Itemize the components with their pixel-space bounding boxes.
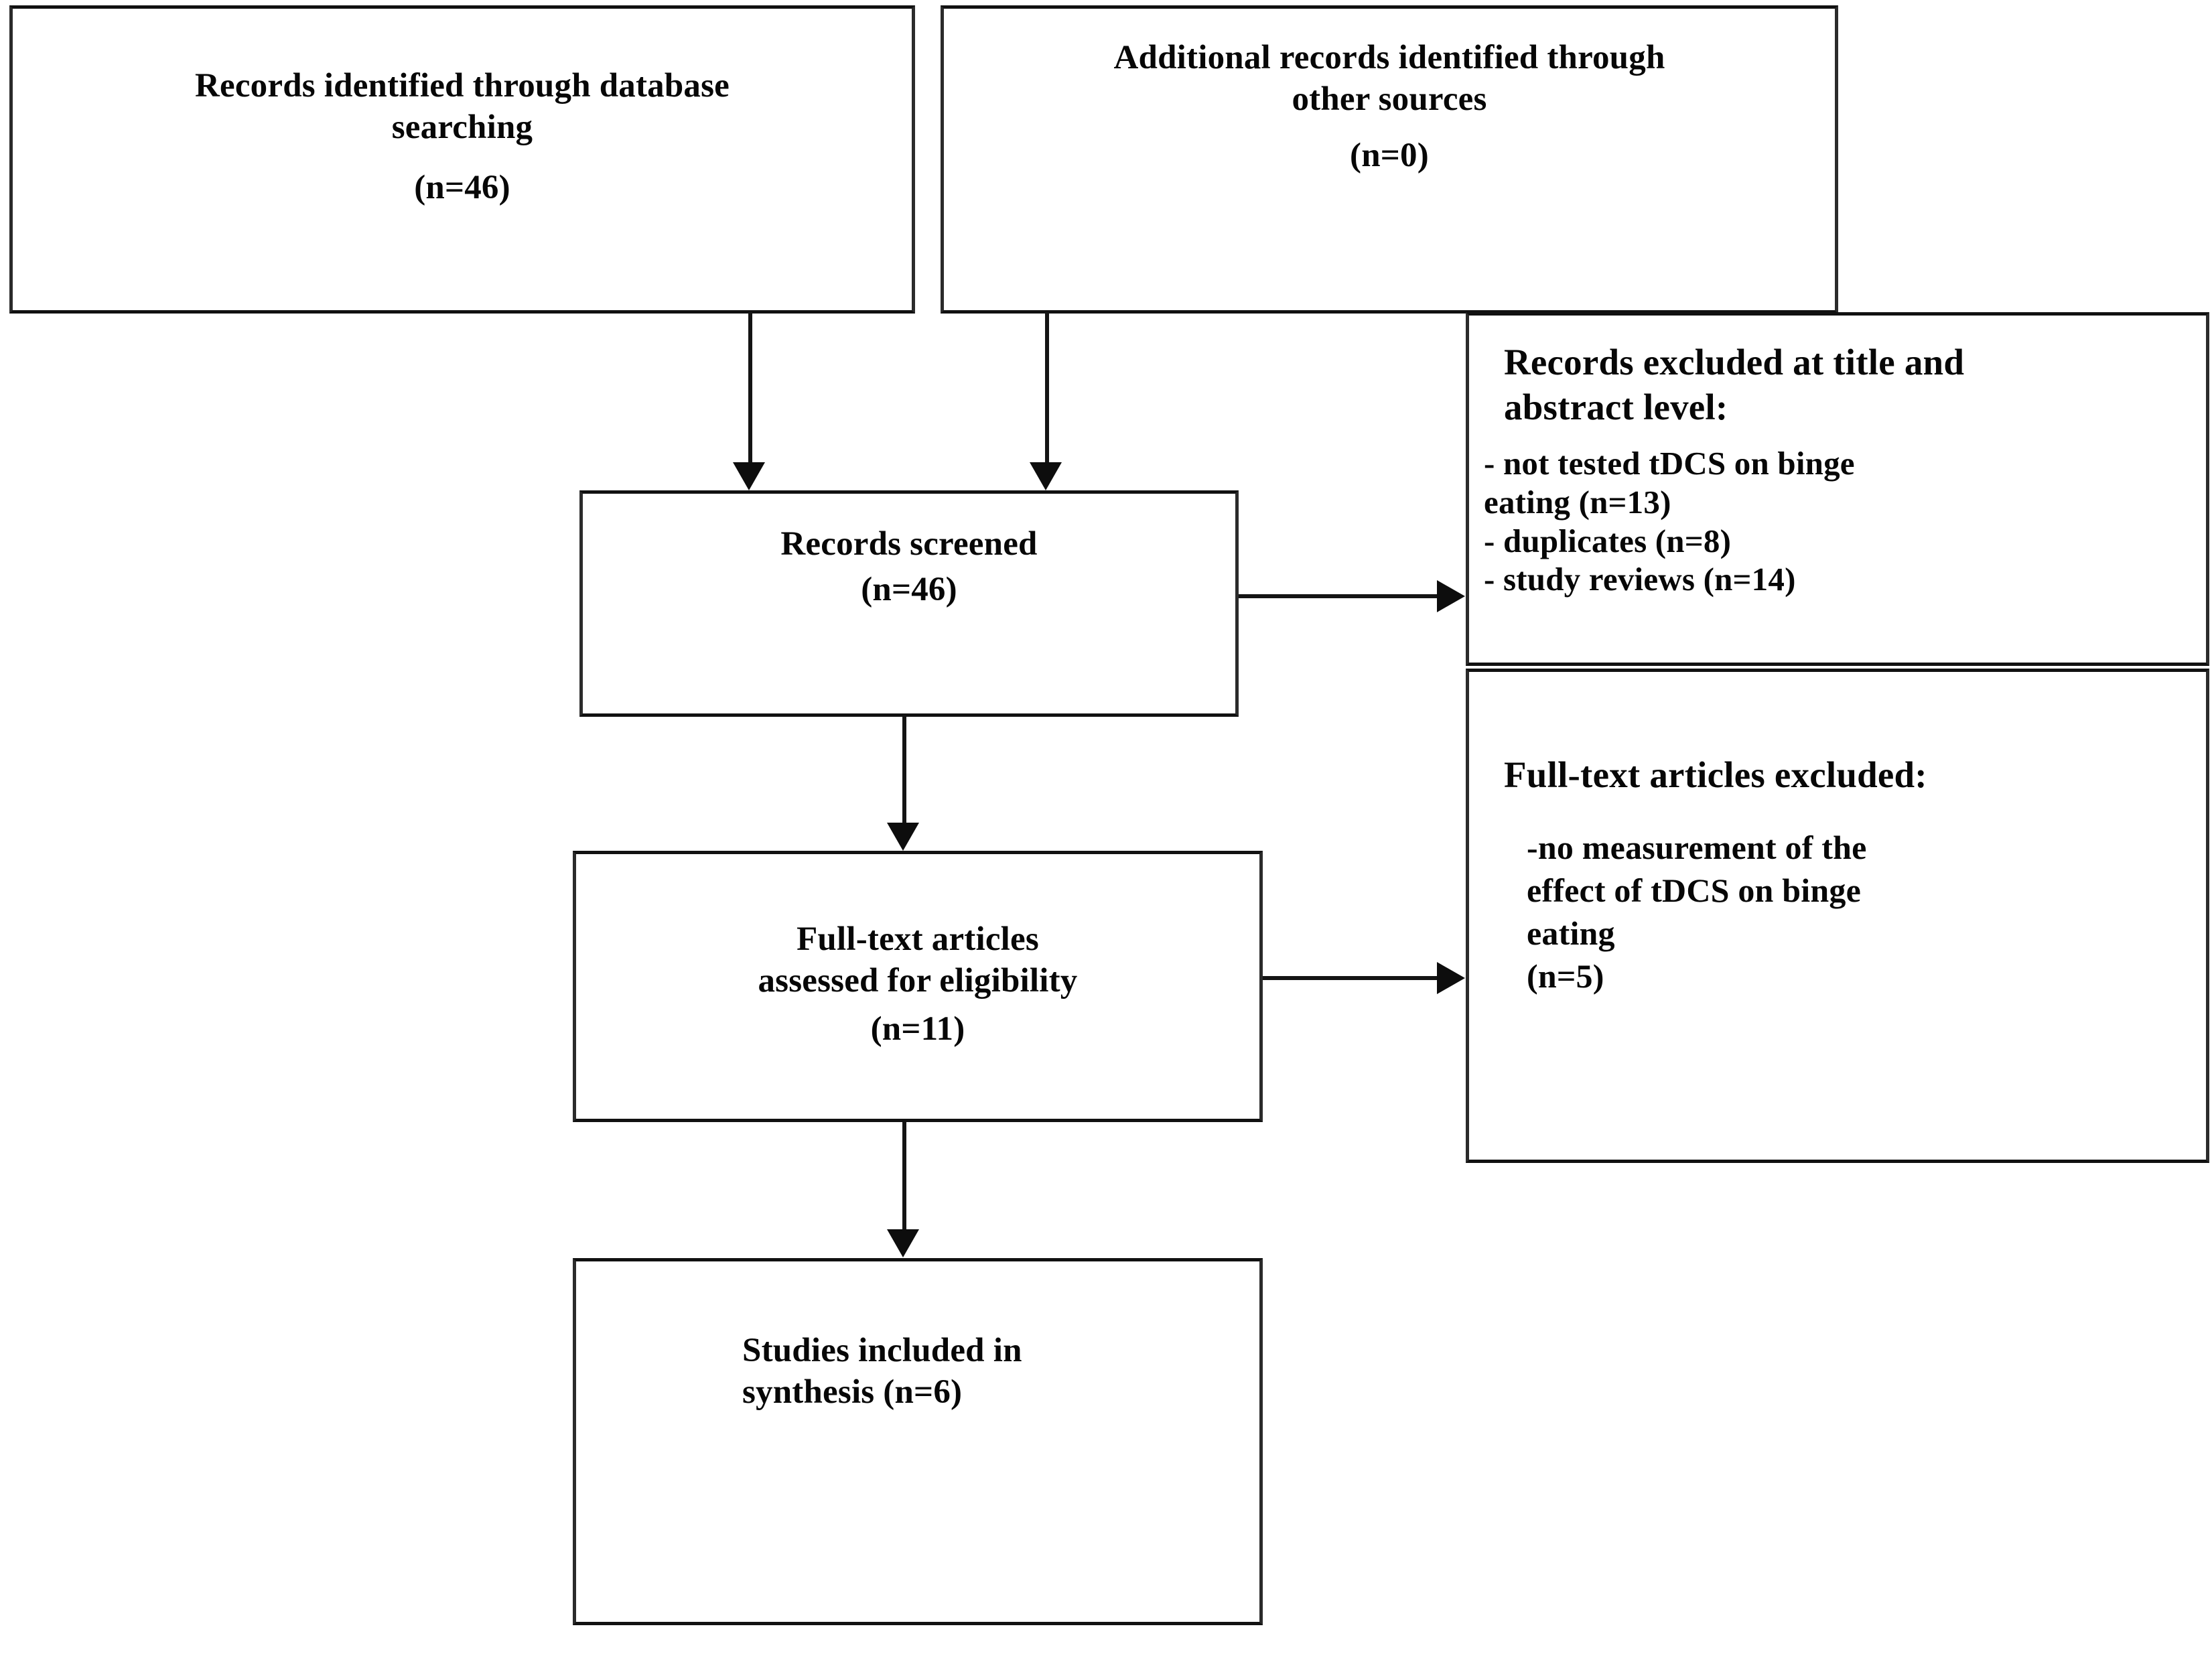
box-additional-records-other-sources: Additional records identified through ot… <box>941 5 1838 314</box>
connector-eligibility-to-fulltext-excluded-arrow <box>1437 962 1465 994</box>
connector-database-to-screening-arrow <box>733 462 765 490</box>
connector-database-to-screening-line <box>748 312 752 464</box>
fulltext-excluded-reason-1: -no measurement of the <box>1527 829 1867 866</box>
connector-eligibility-to-included-line <box>902 1122 906 1231</box>
excluded-title-abstract-reason-2: eating (n=13) <box>1484 483 1671 521</box>
excluded-title-abstract-heading-line1: Records excluded at title and <box>1504 342 1965 383</box>
box-fulltext-assessed-eligibility: Full-text articles assessed for eligibil… <box>573 851 1263 1122</box>
box-records-identified-database: Records identified through database sear… <box>9 5 915 314</box>
excluded-title-abstract-reason-1: - not tested tDCS on binge <box>1484 445 1855 482</box>
fulltext-excluded-reason-2: effect of tDCS on binge <box>1527 872 1861 909</box>
excluded-title-abstract-reason-4: - study reviews (n=14) <box>1484 561 1796 598</box>
records-identified-database-line2: searching <box>391 109 533 147</box>
additional-records-count: (n=0) <box>1350 137 1429 175</box>
connector-other-sources-to-screening-line <box>1045 312 1049 464</box>
connector-screening-to-eligibility-line <box>902 715 906 824</box>
connector-other-sources-to-screening-arrow <box>1030 462 1062 490</box>
records-identified-database-line1: Records identified through database <box>194 67 730 105</box>
fulltext-excluded-count: (n=5) <box>1527 957 1604 995</box>
additional-records-line2: other sources <box>1292 80 1487 119</box>
eligibility-line2: assessed for eligibility <box>758 962 1078 1000</box>
excluded-title-abstract-reason-3: - duplicates (n=8) <box>1484 522 1732 559</box>
connector-screening-to-excluded-line <box>1239 594 1441 598</box>
excluded-title-abstract-heading-line2: abstract level: <box>1504 387 1728 428</box>
connector-screening-to-excluded-arrow <box>1437 580 1465 612</box>
records-identified-database-count: (n=46) <box>414 169 510 207</box>
fulltext-excluded-heading: Full-text articles excluded: <box>1504 754 1927 795</box>
box-records-screened: Records screened (n=46) <box>579 490 1239 717</box>
connector-eligibility-to-fulltext-excluded-line <box>1263 976 1441 980</box>
connector-eligibility-to-included-arrow <box>887 1229 919 1257</box>
included-line1: Studies included in <box>742 1332 1022 1369</box>
eligibility-count: (n=11) <box>870 1010 965 1048</box>
records-screened-label: Records screened <box>780 525 1038 563</box>
included-line2: synthesis (n=6) <box>742 1373 963 1411</box>
box-fulltext-articles-excluded: Full-text articles excluded: -no measure… <box>1466 669 2209 1163</box>
box-records-excluded-title-abstract: Records excluded at title and abstract l… <box>1466 312 2209 666</box>
fulltext-excluded-reason-3: eating <box>1527 914 1615 952</box>
eligibility-line1: Full-text articles <box>797 920 1039 958</box>
additional-records-line1: Additional records identified through <box>1113 39 1665 76</box>
records-screened-count: (n=46) <box>861 571 957 609</box>
box-studies-included-synthesis: Studies included in synthesis (n=6) <box>573 1258 1263 1625</box>
connector-screening-to-eligibility-arrow <box>887 823 919 851</box>
